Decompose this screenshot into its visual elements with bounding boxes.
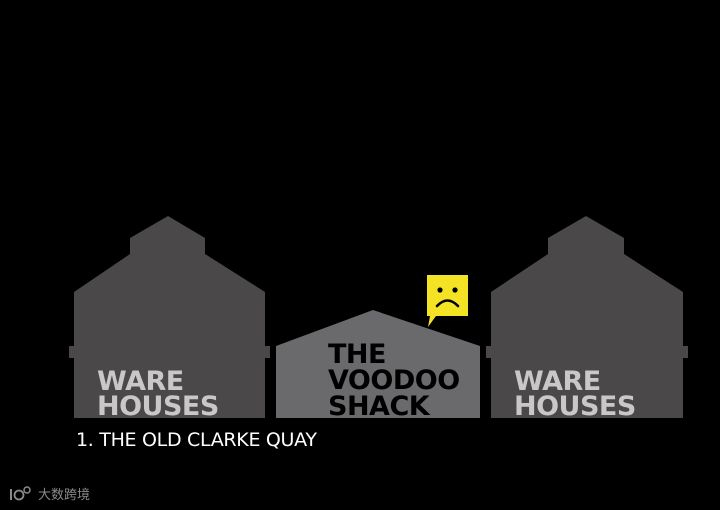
watermark: 大数跨境 xyxy=(8,484,90,503)
scene-caption: 1. THE OLD CLARKE QUAY xyxy=(76,429,317,451)
right-warehouse: WARE HOUSES xyxy=(486,216,688,422)
sad-face-icon xyxy=(427,275,468,327)
left-warehouse: WARE HOUSES xyxy=(69,216,270,422)
watermark-logo-icon xyxy=(8,485,34,503)
voodoo-shack: THE VOODOO SHACK xyxy=(276,310,480,422)
shack-line3: SHACK xyxy=(328,391,431,422)
left-warehouse-line2: HOUSES xyxy=(97,391,219,422)
watermark-text: 大数跨境 xyxy=(38,484,90,503)
right-warehouse-line2: HOUSES xyxy=(514,391,636,422)
